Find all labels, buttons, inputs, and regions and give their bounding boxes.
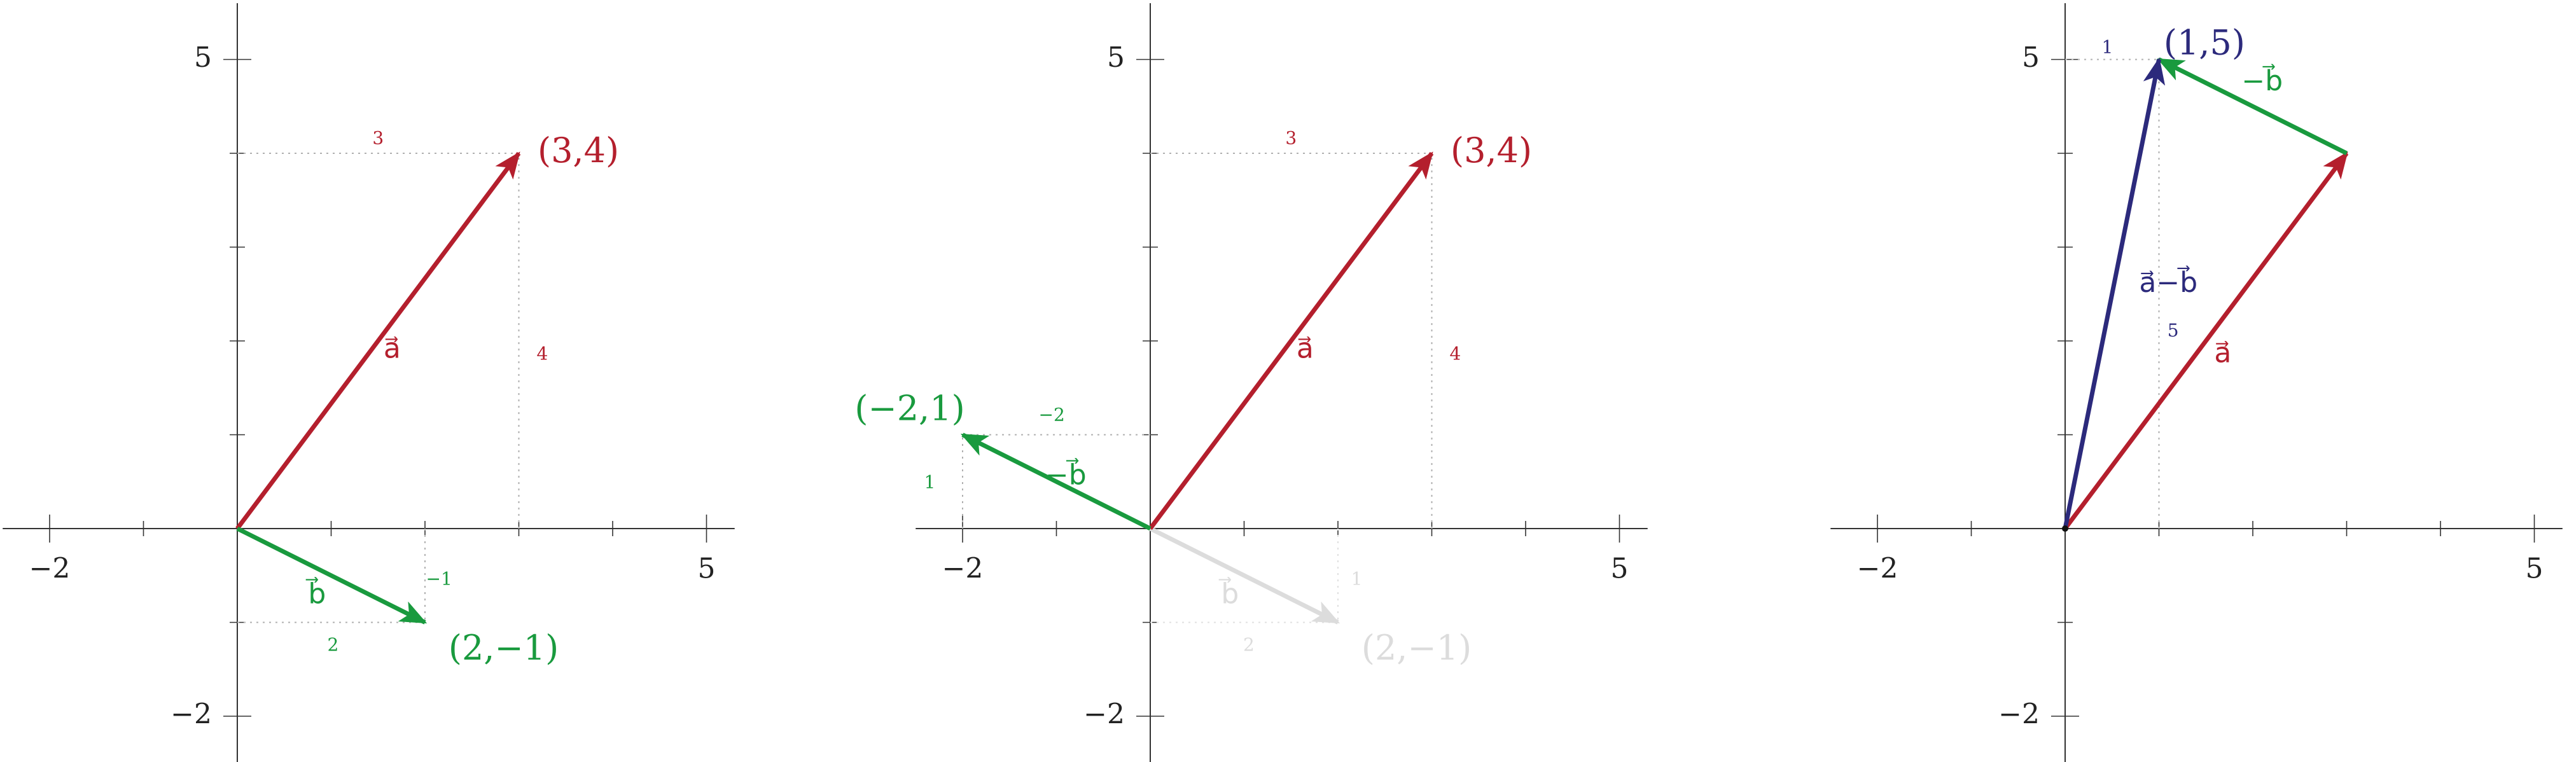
vector-label-b-faded: b⃗ [1218, 577, 1239, 611]
x-tick-label-neg2: −2 [942, 553, 984, 585]
vector-neg-b [2157, 57, 2348, 156]
y-tick-label-neg2: −2 [171, 698, 212, 731]
point-label-a: (3,4) [1451, 130, 1532, 170]
vector-a [1148, 151, 1434, 530]
x-tick-label-5: 5 [1611, 553, 1629, 585]
point-label-a: (3,4) [538, 130, 619, 170]
vector-label-neg-b: −b⃗ [2241, 64, 2283, 97]
y-tick-label-neg2: −2 [1083, 698, 1125, 731]
vector-a [2063, 151, 2349, 530]
y-tick-label-5: 5 [194, 41, 212, 74]
x-tick-label-neg2: −2 [29, 553, 71, 585]
vector-label-a-minus-b: a⃗−b⃗ [2139, 265, 2197, 299]
vector-b-faded [1149, 526, 1340, 625]
vector-neg-b [960, 433, 1152, 531]
component-label: 1 [2101, 36, 2113, 57]
vector-b [236, 526, 428, 625]
point-label-b: (2,−1) [449, 628, 559, 668]
x-tick-label-5: 5 [698, 553, 716, 585]
vector-label-a: a⃗ [1297, 332, 1314, 364]
x-tick-label-neg2: −2 [1857, 553, 1898, 585]
point-label-a-minus-b: (1,5) [2164, 22, 2245, 62]
component-label: 5 [2168, 320, 2179, 341]
y-tick-label-5: 5 [2022, 41, 2040, 74]
vector-a [235, 151, 521, 530]
component-label: 2 [328, 634, 339, 655]
vector-label-a: a⃗ [2214, 337, 2231, 370]
vector-label-a: a⃗ [384, 332, 401, 364]
point-label-neg-b: (−2,1) [854, 389, 964, 429]
component-label: 1 [924, 472, 935, 493]
vector-label-neg-b: −b⃗ [1045, 457, 1087, 491]
component-label: 1 [1351, 569, 1363, 590]
component-label: 4 [536, 343, 548, 364]
x-tick-label-5: 5 [2526, 553, 2544, 585]
component-label: 3 [372, 127, 384, 148]
panel-1: −2 5 5 −2 3 4 −1 2 a⃗ (3,4) b⃗ (2,−1) [3, 3, 735, 762]
panel-2: −2 5 5 −2 3 4 −2 1 1 2 b⃗ (2,−1) a⃗ (3,4) −b⃗ (−2,1) [854, 3, 1648, 762]
component-label: 3 [1285, 127, 1297, 148]
component-label: −2 [1038, 405, 1064, 426]
origin-point [2062, 525, 2068, 532]
y-tick-label-5: 5 [1107, 41, 1125, 74]
vector-label-b: b⃗ [305, 577, 326, 611]
point-label-b-faded: (2,−1) [1361, 628, 1472, 668]
component-label: 4 [1449, 343, 1461, 364]
component-label: 2 [1243, 634, 1255, 655]
vector-a-minus-b [2063, 57, 2166, 529]
y-tick-label-neg2: −2 [1998, 698, 2040, 731]
component-label: −1 [426, 569, 452, 590]
